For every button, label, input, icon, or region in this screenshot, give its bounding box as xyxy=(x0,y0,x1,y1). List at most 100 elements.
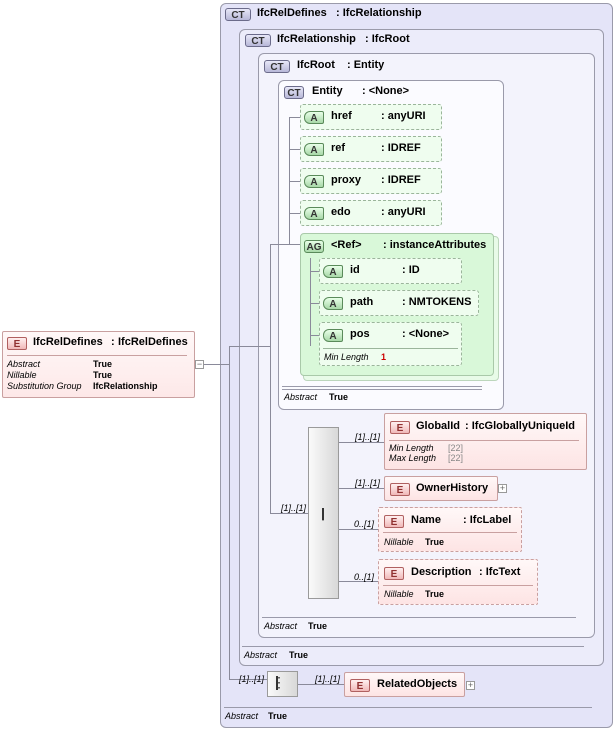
expand-icon[interactable]: + xyxy=(466,680,475,690)
attribute-type: : <None> xyxy=(402,328,450,340)
attribute-badge: A xyxy=(304,111,324,124)
sequence-cardinality: [1]..[1] xyxy=(281,503,307,513)
divider xyxy=(282,386,482,387)
attribute-proxy[interactable]: A proxy : IDREF xyxy=(300,168,442,194)
element-ownerhistory[interactable]: E OwnerHistory xyxy=(384,476,498,501)
connector xyxy=(310,258,311,346)
ct2-name: IfcRelationship xyxy=(277,33,356,45)
element-description[interactable]: E Description : IfcText Nillable True xyxy=(378,559,538,605)
attribute-name: href xyxy=(331,110,352,122)
connector xyxy=(289,149,303,150)
attribute-name: path xyxy=(350,296,374,308)
sequence-compositor[interactable]: ⋮ xyxy=(308,427,339,599)
element-cardinality: [1]..[1] xyxy=(355,478,381,488)
prop-key: Max Length xyxy=(389,453,437,463)
attribute-badge: A xyxy=(323,265,343,278)
connector xyxy=(229,346,271,347)
attribute-ref[interactable]: A ref : IDREF xyxy=(300,136,442,162)
prop-value: [22] xyxy=(448,453,464,463)
element-badge: E xyxy=(384,515,404,528)
ct4-name: Entity xyxy=(312,85,343,97)
ct2-type: : IfcRoot xyxy=(365,33,410,45)
connector xyxy=(339,488,384,489)
connector xyxy=(310,335,322,336)
divider xyxy=(262,617,576,618)
prop-value: [22] xyxy=(448,443,464,453)
element-name-label: Description xyxy=(411,566,472,578)
abstract-label: Abstract xyxy=(284,392,318,402)
connector xyxy=(339,442,384,443)
element-name-label: RelatedObjects xyxy=(377,678,458,690)
attribute-name: ref xyxy=(331,142,346,154)
connector xyxy=(339,529,378,530)
expand-icon[interactable]: + xyxy=(498,483,507,493)
connector xyxy=(229,346,230,680)
element-cardinality: [1]..[1] xyxy=(355,432,381,442)
sequence-icon xyxy=(276,676,290,690)
connector xyxy=(289,181,303,182)
attribute-pos[interactable]: A pos : <None> Min Length 1 xyxy=(319,322,462,366)
connector xyxy=(310,271,322,272)
sequence-icon-branch xyxy=(322,508,334,520)
root-sep: : xyxy=(111,336,115,348)
connector xyxy=(204,364,230,365)
attribute-id[interactable]: A id : ID xyxy=(319,258,462,284)
min-length-value: 1 xyxy=(381,352,387,362)
attribute-href[interactable]: A href : anyURI xyxy=(300,104,442,130)
ct1-name: IfcRelDefines xyxy=(257,7,327,19)
connector xyxy=(298,684,344,685)
element-cardinality: [1]..[1] xyxy=(315,674,341,684)
element-type: : IfcText xyxy=(479,566,521,578)
sequence-cardinality: [1]..[1] xyxy=(239,674,265,684)
attribute-group-type: : instanceAttributes xyxy=(383,239,487,251)
attribute-type: : anyURI xyxy=(381,206,426,218)
divider xyxy=(383,532,517,533)
divider xyxy=(282,389,482,390)
attribute-badge: A xyxy=(304,175,324,188)
root-name: IfcRelDefines xyxy=(33,336,103,348)
attribute-type: : anyURI xyxy=(381,110,426,122)
prop-value: True xyxy=(425,537,445,547)
prop-value: True xyxy=(93,370,113,380)
prop-key: Nillable xyxy=(384,537,414,547)
attribute-edo[interactable]: A edo : anyURI xyxy=(300,200,442,226)
element-badge: E xyxy=(390,483,410,496)
ct-badge: CT xyxy=(284,86,304,99)
prop-key: Min Length xyxy=(389,443,434,453)
attribute-path[interactable]: A path : NMTOKENS xyxy=(319,290,479,316)
sequence-compositor[interactable]: ⋮ xyxy=(267,671,298,697)
prop-value: IfcRelationship xyxy=(93,381,158,391)
element-cardinality: 0..[1] xyxy=(354,519,375,529)
attribute-badge: A xyxy=(304,207,324,220)
collapse-toggle-icon[interactable]: − xyxy=(195,359,204,369)
connector xyxy=(270,513,308,514)
abstract-label: Abstract xyxy=(244,650,278,660)
attribute-type: : ID xyxy=(402,264,420,276)
prop-key: Substitution Group xyxy=(7,381,82,391)
attribute-group-name: <Ref> xyxy=(331,239,362,251)
root-type: IfcRelDefines xyxy=(118,336,188,348)
abstract-value: True xyxy=(308,621,328,631)
element-relatedobjects[interactable]: E RelatedObjects xyxy=(344,672,465,697)
attribute-name: edo xyxy=(331,206,351,218)
element-name[interactable]: E Name : IfcLabel Nillable True xyxy=(378,507,522,552)
abstract-value: True xyxy=(268,711,288,721)
root-element-ifcreldefines[interactable]: E IfcRelDefines : IfcRelDefines Abstract… xyxy=(2,331,195,398)
abstract-label: Abstract xyxy=(225,711,259,721)
element-badge: E xyxy=(350,679,370,692)
connector xyxy=(289,117,303,118)
ct4-type: : <None> xyxy=(362,85,410,97)
attribute-name: pos xyxy=(350,328,370,340)
abstract-value: True xyxy=(289,650,309,660)
divider xyxy=(224,707,592,708)
ct3-name: IfcRoot xyxy=(297,59,335,71)
element-type: : IfcGloballyUniqueId xyxy=(465,420,576,432)
sequence-icon-dots: ⋮ xyxy=(272,674,286,690)
divider xyxy=(323,348,458,349)
connector xyxy=(289,213,303,214)
element-globalid[interactable]: E GlobalId : IfcGloballyUniqueId Min Len… xyxy=(384,413,587,470)
prop-value: True xyxy=(425,589,445,599)
abstract-label: Abstract xyxy=(264,621,298,631)
abstract-value: True xyxy=(329,392,349,402)
prop-value: True xyxy=(93,359,113,369)
